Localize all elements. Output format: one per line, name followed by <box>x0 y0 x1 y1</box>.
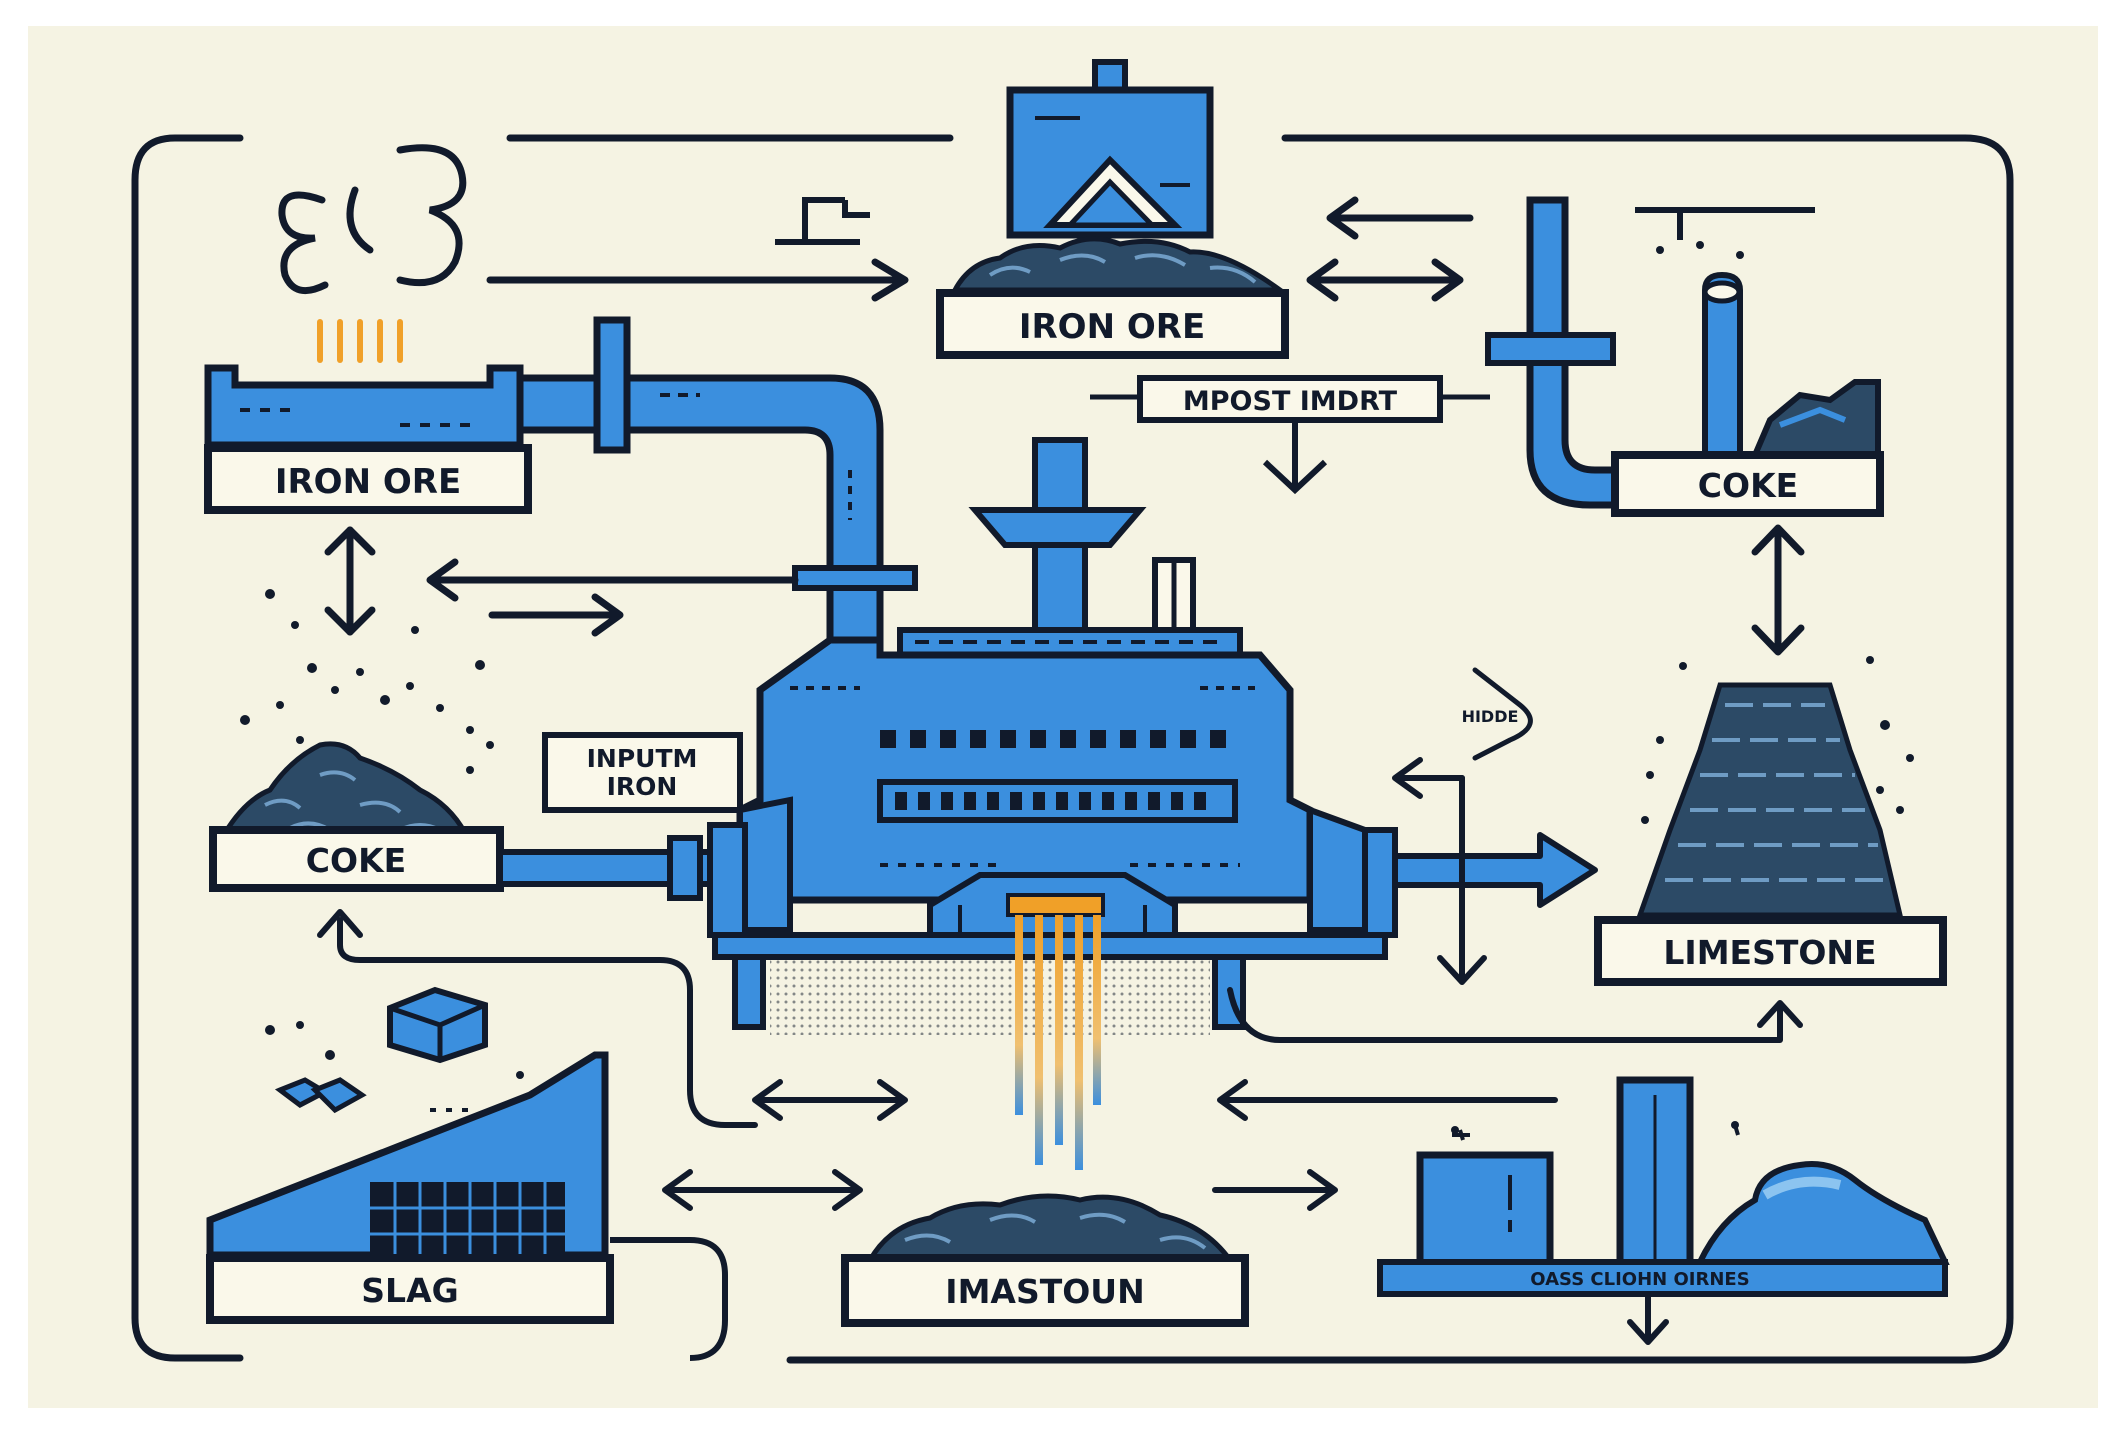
coke-left-label: COKE <box>306 841 406 880</box>
scatter-dots <box>240 241 1914 824</box>
ore-pile-icon <box>950 236 1288 293</box>
bracket-connector <box>775 197 870 245</box>
double-arrow-right-vertical <box>1751 524 1805 656</box>
output-arrow <box>1392 832 1598 908</box>
molten-stream-icon <box>1006 893 1105 1170</box>
blast-furnace-icon <box>707 437 1398 1035</box>
double-arrow-left-vertical <box>324 526 376 636</box>
coke-pile-icon <box>220 741 470 836</box>
slag-dots <box>265 1021 1739 1134</box>
gas-bar-label: OASS CLIOHN OIRNES <box>1530 1269 1749 1290</box>
arrow-group-top <box>486 196 1474 302</box>
coke-right-label: COKE <box>1698 466 1798 505</box>
iron-ore-top-box: IRON ORE <box>936 289 1289 359</box>
hidde-annotation: HIDDE <box>1462 667 1533 761</box>
smoke-icon <box>278 144 467 295</box>
iron-ore-left-box: IRON ORE <box>204 444 532 514</box>
heat-lines-icon <box>317 319 403 363</box>
rock-icon <box>1750 379 1881 458</box>
arrow-group-left <box>426 558 799 637</box>
mpost-imdrt-box: MPOST IMDRT <box>1090 375 1490 495</box>
coke-left-box: COKE <box>209 826 504 892</box>
imastoun-label: IMASTOUN <box>945 1272 1144 1311</box>
inputm-iron-box: INPUTM IRON <box>542 732 743 813</box>
arrow-group-right <box>1227 757 1803 1043</box>
limestone-label: LIMESTONE <box>1663 933 1876 972</box>
slag-label: SLAG <box>361 1271 458 1310</box>
iron-ore-left-label: IRON ORE <box>275 462 461 502</box>
tank-icon-bottom <box>1416 1076 1950 1279</box>
inputm-line2: IRON <box>607 772 678 801</box>
outer-frame <box>131 134 2014 1364</box>
ore-pile-icon-bottom <box>865 1193 1235 1263</box>
inputm-line1: INPUTM <box>587 744 698 773</box>
gas-cleaning-bar: OASS CLIOHN OIRNES <box>1377 1259 1948 1345</box>
arrow-group-lower-left <box>317 909 1558 1211</box>
iron-ore-top-label: IRON ORE <box>1019 307 1205 347</box>
slag-box: SLAG <box>206 1237 728 1361</box>
limestone-box: LIMESTONE <box>1594 916 1947 986</box>
hidde-label: HIDDE <box>1462 707 1519 726</box>
pipe-icon <box>516 316 918 654</box>
coke-right-box: COKE <box>1611 451 1884 517</box>
mpost-imdrt-label: MPOST IMDRT <box>1183 386 1398 417</box>
imastoun-box: IMASTOUN <box>841 1254 1249 1327</box>
hopper-icon <box>1006 59 1214 239</box>
slag-block-icon <box>274 986 488 1114</box>
coke-feed-pipe <box>497 835 743 901</box>
limestone-stack-icon <box>1636 682 1904 918</box>
slag-ramp-icon <box>206 1051 609 1260</box>
